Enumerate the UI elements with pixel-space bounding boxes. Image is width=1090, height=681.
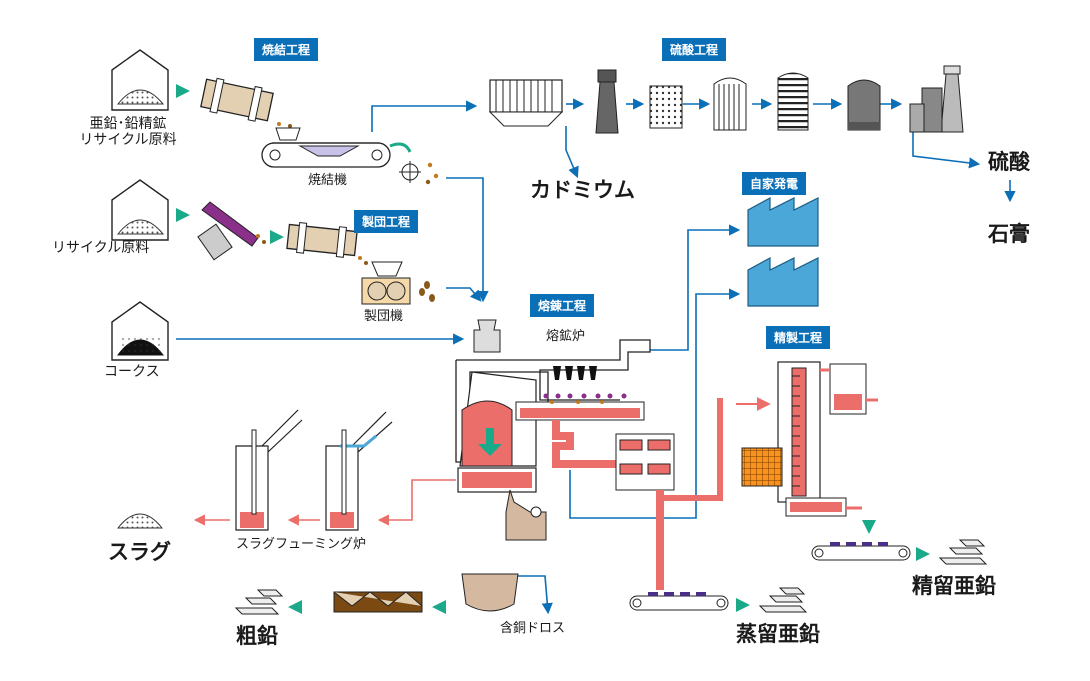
dust-collector <box>488 79 564 127</box>
acid-tank <box>847 79 881 131</box>
label-recycled-material: リサイクル原料 <box>52 240 150 256</box>
absorber-tower <box>713 77 747 131</box>
slag-flow-arrows <box>193 479 456 526</box>
badge-smelting: 熔錬工程 <box>530 294 595 317</box>
briquetting-machine <box>361 261 435 305</box>
label-distilled-zinc: 蒸留亜鉛 <box>736 622 820 646</box>
label-slag-fuming-furnace: スラグフューミング炉 <box>236 537 367 552</box>
converter-tower <box>777 72 809 131</box>
label-refined-zinc: 精留亜鉛 <box>912 574 996 598</box>
power-plant-2 <box>747 256 819 307</box>
blast-furnace <box>455 319 651 541</box>
recycled-feeder <box>197 201 266 261</box>
badge-briquetting: 製団工程 <box>354 210 419 233</box>
cooling-tower <box>649 85 683 129</box>
slag-fuming-furnace-2 <box>325 411 393 531</box>
label-cadmium: カドミウム <box>530 178 635 202</box>
badge-sintering: 焼結工程 <box>254 38 319 61</box>
distilled-zinc-ingots <box>758 587 808 613</box>
refining-column <box>741 361 878 517</box>
material-flow-lines <box>176 98 1016 615</box>
label-crude-lead: 粗鉛 <box>236 624 278 648</box>
badge-power: 自家発電 <box>742 172 807 195</box>
label-briquetting-machine: 製団機 <box>364 309 404 324</box>
refined-zinc-conveyor <box>811 542 911 561</box>
refined-zinc-ingots <box>938 539 988 565</box>
rotary-kiln-sinter <box>200 77 292 132</box>
dross-ladle <box>461 573 519 612</box>
power-plant-1 <box>747 196 819 247</box>
scrubber-tower <box>595 69 619 134</box>
badge-sulfuric-acid: 硫酸工程 <box>662 38 727 61</box>
label-copper-dross: 含銅ドロス <box>500 621 566 636</box>
transfer-arrows <box>176 84 930 614</box>
crude-lead-ingots <box>234 589 284 615</box>
badge-refining: 精製工程 <box>766 326 831 349</box>
slag-pile <box>116 513 164 529</box>
label-coke: コークス <box>104 364 160 380</box>
rotary-kiln-briquetting <box>286 222 368 265</box>
chimney-plant <box>909 65 964 133</box>
distilled-zinc-conveyor <box>629 592 729 611</box>
label-gypsum: 石膏 <box>988 222 1030 246</box>
sinter-machine <box>261 127 439 185</box>
ore-storage-house <box>111 49 169 111</box>
recycled-storage-house <box>111 179 169 241</box>
label-sulfuric-acid: 硫酸 <box>988 150 1030 174</box>
coke-storage-house <box>111 301 169 361</box>
label-zinc-lead-ore: 亜鉛･鉛精鉱 リサイクル原料 <box>79 116 177 149</box>
slag-fuming-furnace-1 <box>235 409 303 531</box>
casting-mold <box>333 591 423 613</box>
zinc-condenser <box>552 398 723 590</box>
label-slag: スラグ <box>108 540 171 564</box>
label-sinter-machine: 焼結機 <box>308 173 348 188</box>
label-blast-furnace: 熔鉱炉 <box>546 329 586 344</box>
